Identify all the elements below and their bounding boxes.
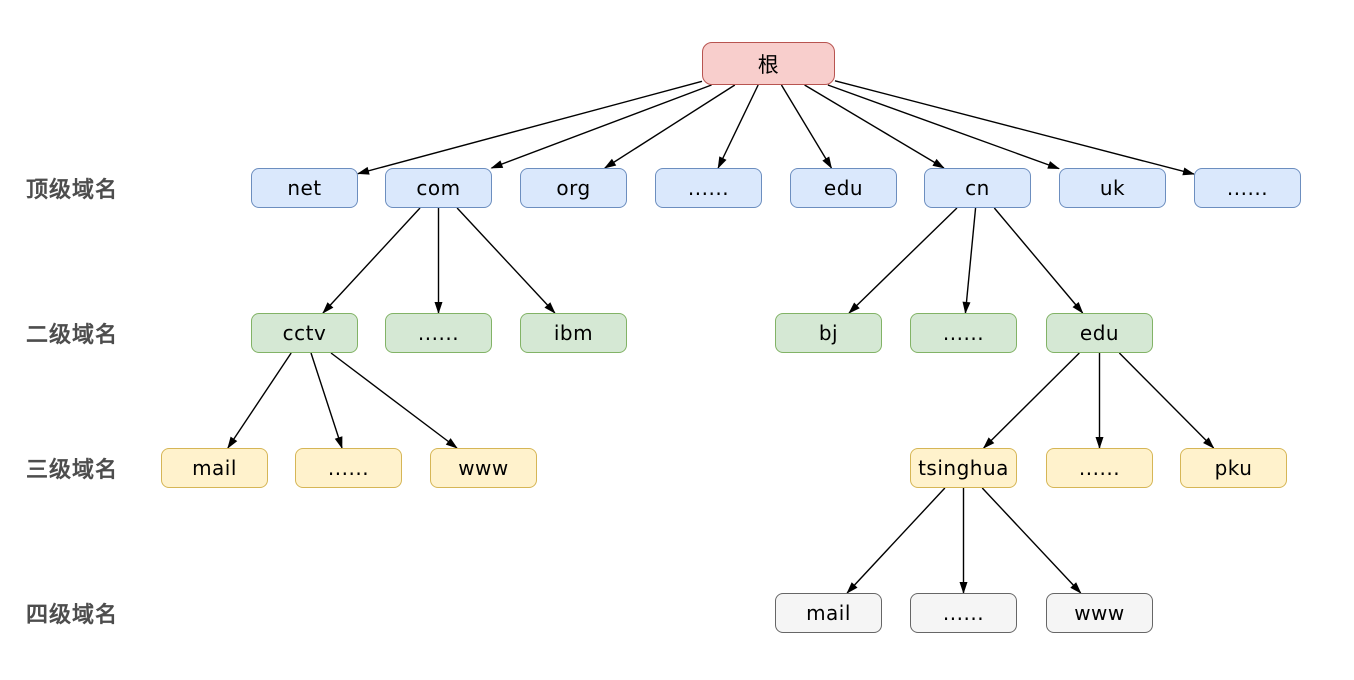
row-label-fourth-level: 四级域名 xyxy=(26,603,119,628)
row-label-second-level: 二级域名 xyxy=(26,323,119,348)
node-www-cctv: www xyxy=(430,448,537,488)
node-www-tsinghua: www xyxy=(1046,593,1153,633)
node-mail-cctv: mail xyxy=(161,448,268,488)
node-tld-ellipsis-2: ...... xyxy=(1194,168,1301,208)
node-com: com xyxy=(385,168,492,208)
row-label-top-level: 顶级域名 xyxy=(26,178,119,203)
node-third-ellipsis-1: ...... xyxy=(295,448,402,488)
node-cctv: cctv xyxy=(251,313,358,353)
node-org: org xyxy=(520,168,627,208)
row-label-third-level: 三级域名 xyxy=(26,458,119,483)
node-ibm: ibm xyxy=(520,313,627,353)
node-fourth-ellipsis: ...... xyxy=(910,593,1017,633)
node-net: net xyxy=(251,168,358,208)
node-edu-cn: edu xyxy=(1046,313,1153,353)
node-cn: cn xyxy=(924,168,1031,208)
node-pku: pku xyxy=(1180,448,1287,488)
node-tld-ellipsis-1: ...... xyxy=(655,168,762,208)
node-tsinghua: tsinghua xyxy=(910,448,1017,488)
node-uk: uk xyxy=(1059,168,1166,208)
node-edu-tld: edu xyxy=(790,168,897,208)
node-mail-tsinghua: mail xyxy=(775,593,882,633)
node-third-ellipsis-2: ...... xyxy=(1046,448,1153,488)
node-root: 根 xyxy=(702,42,835,85)
node-sld-ellipsis-2: ...... xyxy=(910,313,1017,353)
node-bj: bj xyxy=(775,313,882,353)
node-sld-ellipsis-1: ...... xyxy=(385,313,492,353)
